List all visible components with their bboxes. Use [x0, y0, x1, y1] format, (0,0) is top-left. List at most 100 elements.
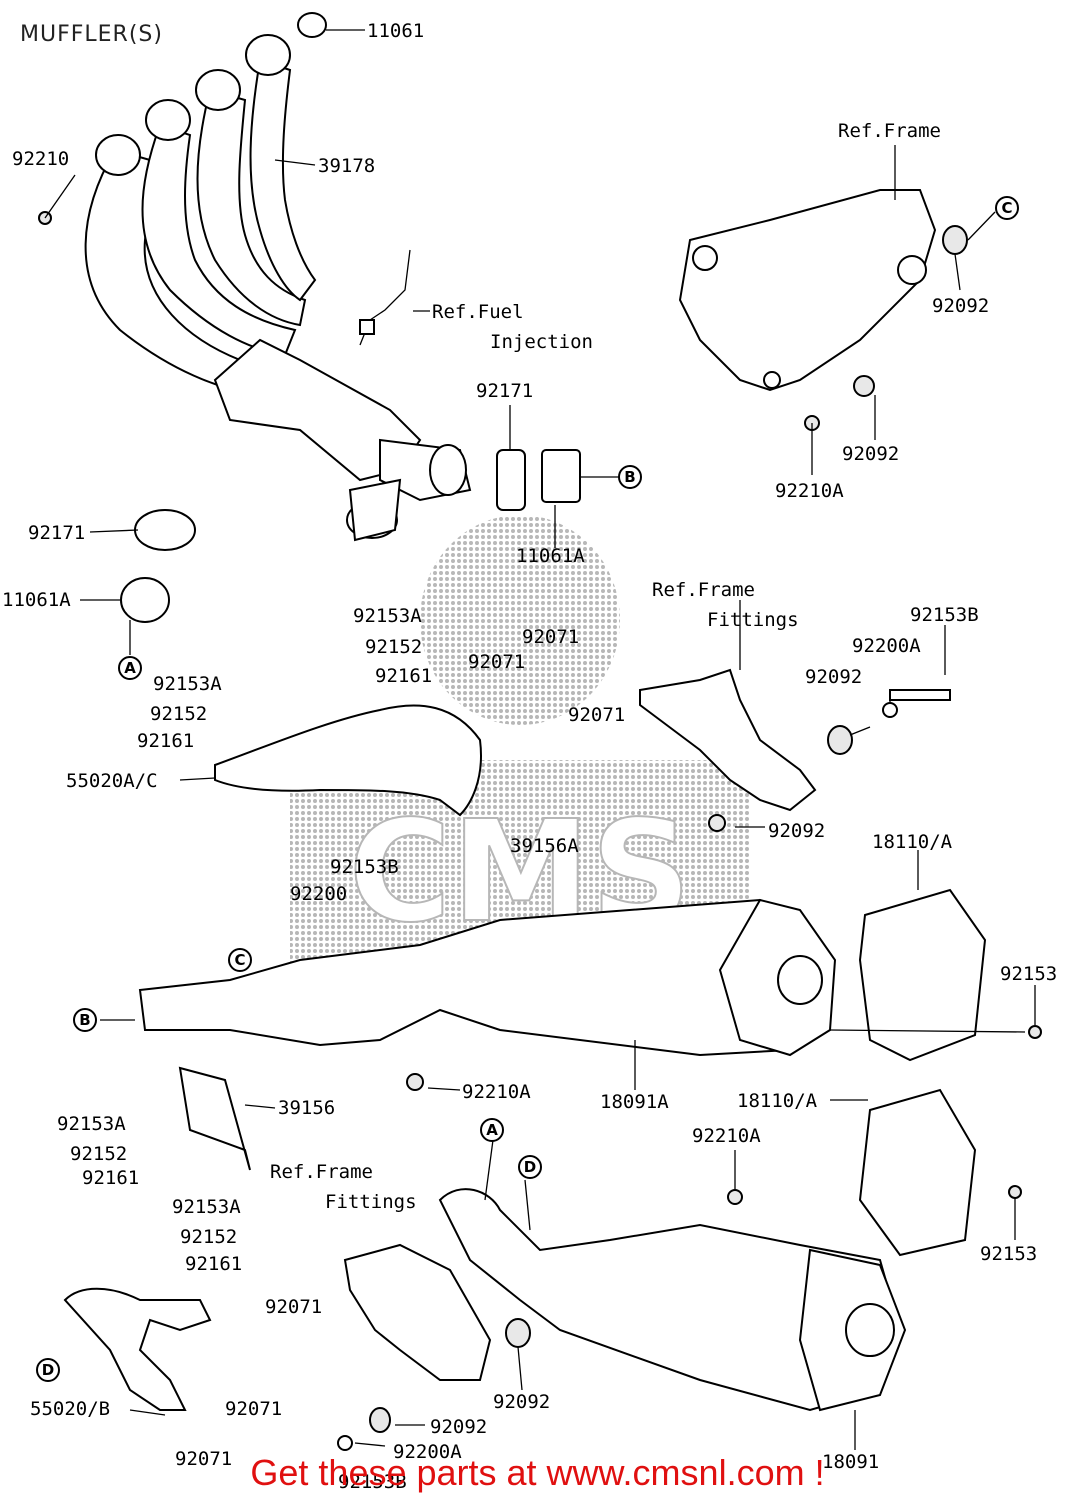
marker-c-top-text: C	[1001, 199, 1012, 217]
marker-b-mid-text: B	[79, 1011, 90, 1029]
label-92153B-a: 92153B	[910, 604, 979, 626]
label-92210A-c: 92210A	[692, 1125, 761, 1147]
label-11061A-a: 11061A	[516, 545, 585, 567]
label-92153-b: 92153	[980, 1243, 1037, 1265]
marker-d-left-text: D	[42, 1361, 54, 1379]
label-92171-b: 92171	[28, 522, 85, 544]
label-92161-c: 92161	[82, 1167, 139, 1189]
marker-d-bot	[518, 1155, 542, 1179]
label-18110A-b: 18110/A	[737, 1090, 818, 1112]
label-92210A-b: 92210A	[462, 1081, 531, 1103]
label-92153B-c: 92153B	[338, 1471, 407, 1493]
label-92152-c: 92152	[70, 1143, 127, 1165]
collar-92092-a	[942, 225, 968, 255]
label-92092-c: 92092	[805, 666, 862, 688]
marker-c-top	[995, 196, 1019, 220]
label-92153B-b: 92153B	[330, 856, 399, 878]
heat-shield-55020AC	[214, 704, 482, 817]
label-ref-ff1-2: Fittings	[707, 609, 799, 631]
clamp-92171-a	[496, 449, 526, 511]
bolt-92153B-a	[889, 689, 951, 701]
frame-fittings-bottom	[343, 1243, 492, 1381]
label-18091A: 18091A	[600, 1091, 669, 1113]
marker-b-top-text: B	[624, 468, 635, 486]
marker-a-bot	[480, 1118, 504, 1142]
gasket-11061A-b	[120, 577, 170, 623]
collar-92092-f	[369, 1407, 391, 1433]
label-92092-f: 92092	[430, 1416, 487, 1438]
label-ref-fuel-2: Injection	[490, 331, 593, 353]
muffler-18091	[438, 1188, 902, 1412]
collar-92092-d	[708, 814, 726, 832]
exhaust-header-pipes	[84, 34, 472, 542]
nut-92210A-b	[406, 1073, 424, 1091]
label-92071-f: 92071	[175, 1448, 232, 1470]
label-ref-frame-top: Ref.Frame	[838, 120, 941, 142]
marker-d-bot-text: D	[524, 1158, 536, 1176]
label-92161-b: 92161	[137, 730, 194, 752]
label-18091: 18091	[822, 1451, 879, 1473]
label-92153A-a: 92153A	[353, 605, 422, 627]
leader-lines	[44, 29, 1036, 1450]
marker-c-mid-text: C	[234, 951, 245, 969]
frame-fittings-mid	[639, 668, 817, 812]
label-11061A-b: 11061A	[2, 589, 71, 611]
collar-92092-e	[505, 1318, 531, 1348]
label-92200A-b: 92200A	[393, 1441, 462, 1463]
label-55020B: 55020/B	[30, 1398, 110, 1420]
collar-92092-b	[853, 375, 875, 397]
collar-92092-c	[827, 725, 853, 755]
label-92071-d: 92071	[265, 1296, 322, 1318]
label-92092-a: 92092	[932, 295, 989, 317]
marker-b-mid	[73, 1008, 97, 1032]
muffler-tailpipe	[777, 955, 823, 1005]
clamp-92171-b	[134, 509, 196, 551]
sensor-body	[359, 319, 375, 335]
label-ref-fuel-1: Ref.Fuel	[432, 301, 524, 323]
label-ref-ff2-2: Fittings	[325, 1191, 417, 1213]
nut-92153-b	[1008, 1185, 1022, 1199]
label-39156A: 39156A	[510, 835, 579, 857]
label-ref-ff2-1: Ref.Frame	[270, 1161, 373, 1183]
label-92153-a: 92153	[1000, 963, 1057, 985]
label-92152-d: 92152	[180, 1226, 237, 1248]
label-39156: 39156	[278, 1097, 335, 1119]
label-92092-e: 92092	[493, 1391, 550, 1413]
label-92200A-a: 92200A	[852, 635, 921, 657]
label-92071-c: 92071	[568, 704, 625, 726]
washer-92200A-b	[337, 1435, 353, 1451]
muffler-tailpipe-bottom	[845, 1303, 895, 1357]
label-55020AC: 55020A/C	[66, 770, 158, 792]
marker-a-left-text: A	[124, 659, 136, 677]
ref-markers: C B A C B A D D	[36, 196, 1019, 1382]
marker-a-left	[118, 656, 142, 680]
label-92161-a: 92161	[375, 665, 432, 687]
label-92092-b: 92092	[842, 443, 899, 465]
marker-c-mid	[228, 948, 252, 972]
marker-d-left	[36, 1358, 60, 1382]
label-18110A-a: 18110/A	[872, 831, 953, 853]
label-92210: 92210	[12, 148, 69, 170]
marker-a-bot-text: A	[486, 1121, 498, 1139]
footer-link[interactable]: Get these parts at www.cmsnl.com !	[250, 1452, 825, 1493]
label-39156	[178, 1066, 251, 1171]
label-92171-a: 92171	[476, 380, 533, 402]
page-title: MUFFLER(S)	[20, 22, 163, 47]
frame-bracket-top	[678, 189, 937, 392]
label-92071-b: 92071	[468, 651, 525, 673]
label-11061: 11061	[367, 20, 424, 42]
label-92153A-b: 92153A	[153, 673, 222, 695]
label-92153A-c: 92153A	[57, 1113, 126, 1135]
marker-b-top	[618, 465, 642, 489]
label-92092-d: 92092	[768, 820, 825, 842]
gasket-11061	[297, 12, 327, 38]
heat-shield-55020B	[63, 1287, 212, 1411]
label-92210A-a: 92210A	[775, 480, 844, 502]
label-92200: 92200	[290, 883, 347, 905]
end-cover-18110A-a	[858, 888, 987, 1062]
nut-92210A-c	[727, 1189, 743, 1205]
label-92153A-d: 92153A	[172, 1196, 241, 1218]
label-92152-a: 92152	[365, 636, 422, 658]
